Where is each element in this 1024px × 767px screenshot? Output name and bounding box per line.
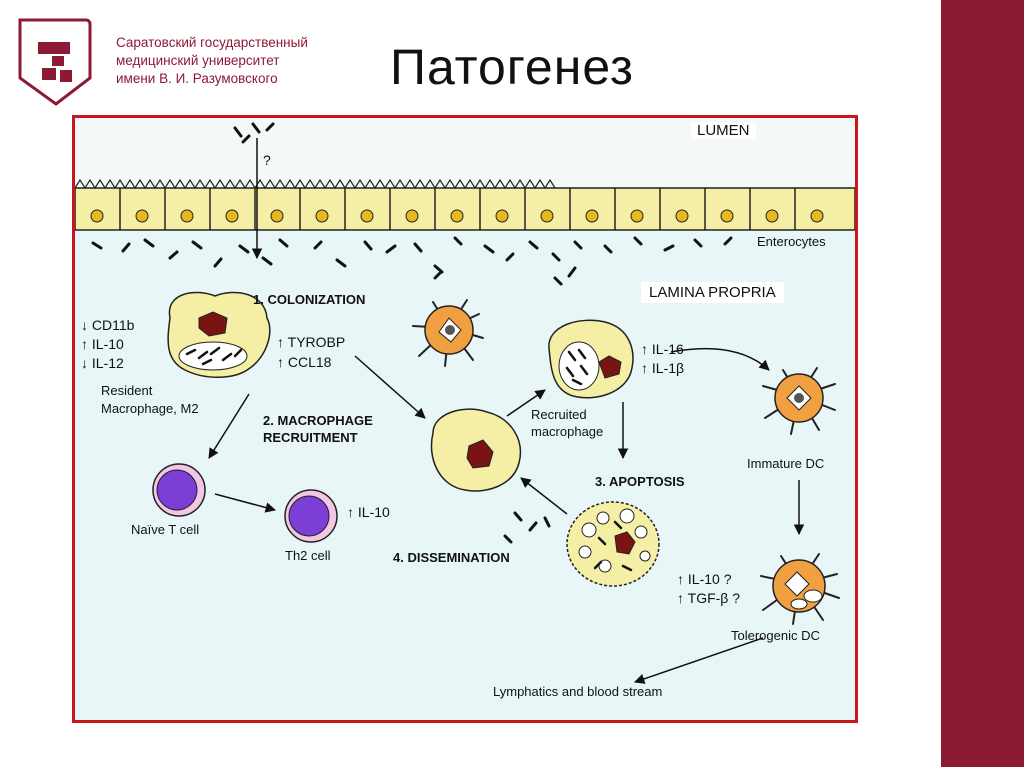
th2-cell	[284, 489, 338, 543]
university-line: имени В. И. Разумовского	[116, 71, 278, 86]
step-recruitment-line: 2. MACROPHAGE	[263, 413, 373, 428]
diagram-graphics	[75, 118, 855, 684]
university-logo	[18, 18, 92, 106]
m2-marker: ↓ CD11b	[81, 317, 135, 333]
m2-markers: ↓ CD11b ↑ IL-10 ↓ IL-12	[81, 316, 134, 373]
recruited-label: Recruited macrophage	[531, 406, 603, 440]
th2-marker: ↑ IL-10	[347, 504, 390, 520]
lamina-bacteria	[91, 236, 733, 544]
recruited-macrophage	[548, 319, 634, 399]
tolerogenic-dc-label: Tolerogenic DC	[731, 628, 820, 643]
m2-marker: ↑ IL-10	[81, 336, 124, 352]
lumen-bacteria	[233, 122, 275, 144]
university-name: Саратовский государственный медицинский …	[116, 34, 376, 88]
tolerogenic-marker: ↑ TGF-β ?	[677, 590, 741, 606]
recruited-markers: ↑ IL-16 ↑ IL-1β	[641, 340, 684, 378]
immature-dendritic-cell	[762, 367, 836, 435]
lamina-propria-label: LAMINA PROPRIA	[641, 282, 784, 303]
pathway-arrows	[208, 347, 805, 684]
recruited-marker: ↑ IL-1β	[641, 360, 685, 376]
naive-t-cell-label: Naïve T cell	[131, 522, 200, 537]
m2-label-line: Macrophage, M2	[101, 401, 199, 416]
tyrobp-label: ↑ TYROBP	[277, 334, 346, 350]
resident-macrophage	[167, 291, 271, 378]
recruited-marker: ↑ IL-16	[641, 341, 684, 357]
page-title: Патогенез	[390, 39, 634, 95]
lumen-label: LUMEN	[691, 122, 756, 139]
enterocyte-layer	[75, 178, 855, 231]
tolerogenic-dendritic-cell	[760, 553, 840, 625]
recruited-label-line: macrophage	[531, 424, 604, 439]
tolerogenic-marker: ↑ IL-10 ?	[677, 571, 732, 587]
step-apoptosis: 3. APOPTOSIS	[595, 474, 685, 489]
m2-label: Resident Macrophage, M2	[101, 382, 199, 418]
m2-secreted: ↑ TYROBP ↑ CCL18	[277, 332, 345, 372]
brand-sidebar	[941, 0, 1024, 767]
step-recruitment: 2. MACROPHAGE RECRUITMENT	[263, 412, 373, 446]
step-colonization: 1. COLONIZATION	[253, 292, 366, 307]
step-dissemination: 4. DISSEMINATION	[393, 550, 510, 565]
lymphatics-label: Lymphatics and blood stream	[493, 684, 663, 699]
immature-dc-label: Immature DC	[747, 456, 825, 471]
pathogenesis-diagram: LUMEN ? Enterocytes LAMINA PROPRIA 1. CO…	[72, 115, 858, 723]
question-mark: ?	[263, 152, 271, 168]
m2-marker: ↓ IL-12	[81, 355, 124, 371]
naive-t-cell	[152, 463, 206, 517]
activated-dendritic-cell	[412, 299, 484, 367]
m2-label-line: Resident	[101, 383, 153, 398]
tolerogenic-markers: ↑ IL-10 ? ↑ TGF-β ?	[677, 570, 740, 608]
recruited-label-line: Recruited	[531, 407, 587, 422]
th2-cell-label: Th2 cell	[285, 548, 331, 563]
apoptotic-cell	[566, 501, 660, 587]
ccl18-label: ↑ CCL18	[277, 354, 332, 370]
university-line: Саратовский государственный	[116, 35, 308, 50]
enterocytes-label: Enterocytes	[757, 234, 826, 249]
central-macrophage	[430, 408, 522, 492]
step-recruitment-line: RECRUITMENT	[263, 430, 358, 445]
university-line: медицинский университет	[116, 53, 280, 68]
